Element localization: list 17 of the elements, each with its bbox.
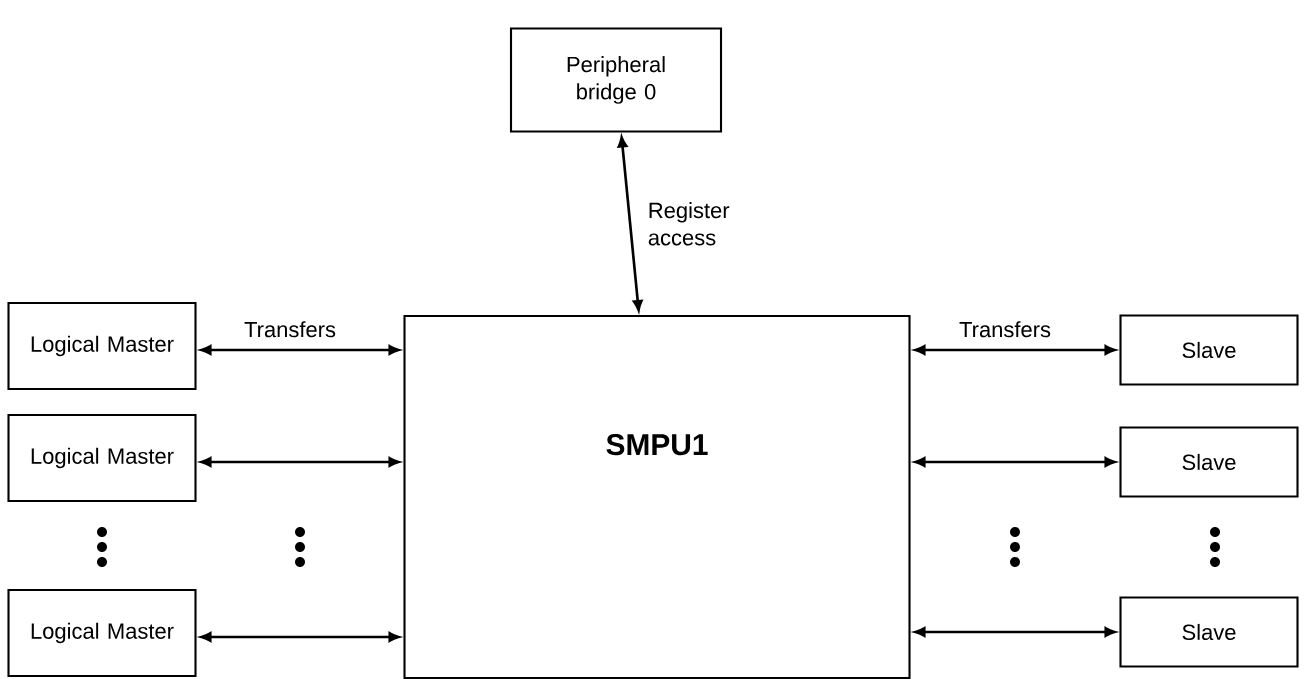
slave-box: Slave xyxy=(1119,314,1299,386)
double-arrow xyxy=(200,457,400,467)
edge-label: Transfers xyxy=(959,321,1051,338)
module-box: SMPU1 xyxy=(403,314,911,679)
master-box: Logical Master xyxy=(7,413,197,503)
edge-label: Transfers xyxy=(244,321,336,338)
master-box: Logical Master xyxy=(7,588,197,678)
master-box: Logical Master xyxy=(7,301,197,391)
double-arrow xyxy=(914,345,1116,355)
double-arrow xyxy=(914,627,1116,637)
double-arrow xyxy=(200,632,400,642)
slave-box: Slave xyxy=(1119,596,1299,668)
edge-label: Register access xyxy=(648,202,730,246)
double-arrow xyxy=(914,457,1116,467)
double-arrow xyxy=(200,345,400,355)
slave-box: Slave xyxy=(1119,426,1299,498)
bridge-box: Peripheral bridge 0 xyxy=(509,27,723,133)
